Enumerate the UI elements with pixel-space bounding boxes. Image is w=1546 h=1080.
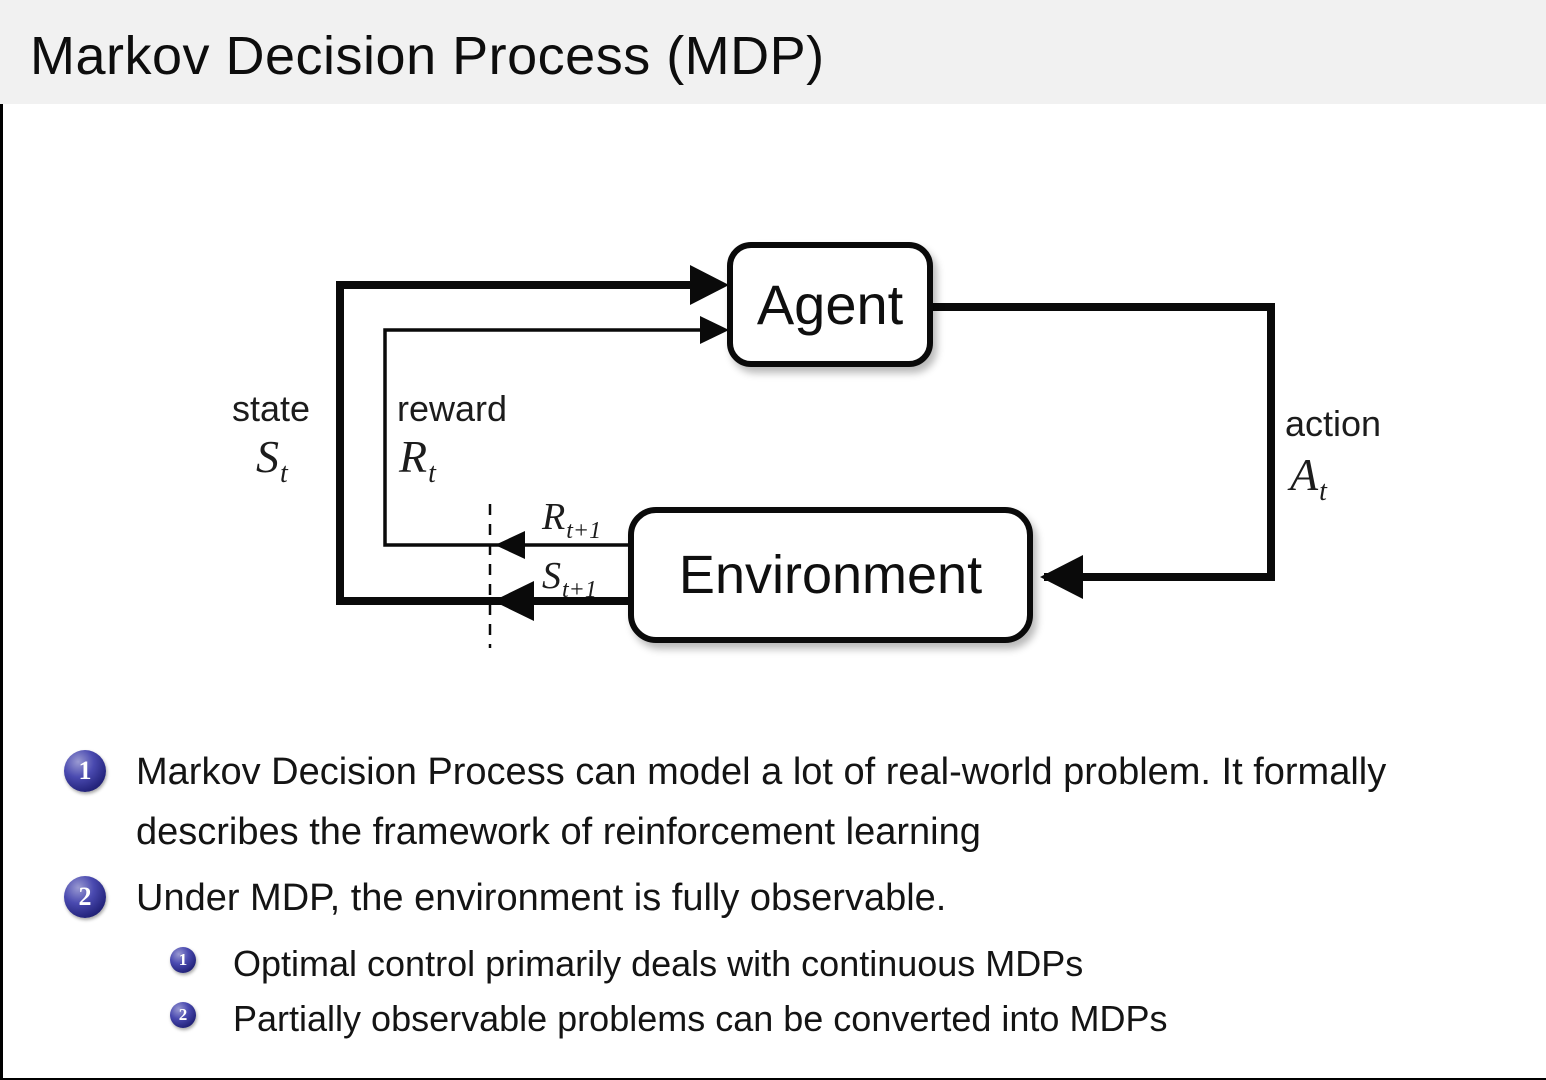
next-state-symbol: St+1 bbox=[542, 555, 597, 602]
state-loop-line bbox=[336, 281, 702, 605]
next-state-letter: S bbox=[542, 555, 561, 597]
next-reward-symbol: Rt+1 bbox=[542, 496, 601, 543]
environment-label: Environment bbox=[678, 545, 983, 605]
action-into-environment-arrowhead bbox=[1040, 555, 1083, 599]
reward-symbol: Rt bbox=[399, 431, 436, 488]
reward-symbol-letter: R bbox=[399, 431, 428, 482]
next-state-subscript: t+1 bbox=[562, 577, 597, 604]
action-symbol: At bbox=[1290, 449, 1327, 506]
bullet-1-ball: 1 bbox=[64, 750, 106, 792]
agent-environment-diagram: Agent Environment state St reward Rt act… bbox=[232, 242, 1382, 648]
sub-bullet-1-ball: 1 bbox=[170, 947, 196, 973]
bullet-2-number: 2 bbox=[78, 882, 92, 911]
diagram-lines bbox=[336, 265, 1275, 648]
bullet-1-number: 1 bbox=[78, 756, 92, 785]
sub-bullet-2-text: Partially observable problems can be con… bbox=[233, 998, 1168, 1039]
environment-node: Environment bbox=[628, 507, 1033, 643]
state-into-agent-arrowhead bbox=[690, 265, 729, 305]
bullet-2-ball: 2 bbox=[64, 876, 106, 918]
sub-bullet-2-ball: 2 bbox=[170, 1002, 196, 1028]
action-symbol-subscript: t bbox=[1319, 476, 1327, 508]
next-reward-letter: R bbox=[542, 496, 566, 538]
state-symbol-subscript: t bbox=[280, 458, 288, 490]
action-label: action bbox=[1285, 403, 1382, 444]
state-symbol: St bbox=[256, 431, 288, 488]
slide-title: Markov Decision Process (MDP) bbox=[30, 26, 825, 86]
bullet-1-text: Markov Decision Process can model a lot … bbox=[136, 751, 1387, 853]
reward-label: reward bbox=[397, 388, 508, 429]
agent-node: Agent bbox=[727, 242, 933, 367]
left-border bbox=[0, 0, 3, 1080]
slide-header: Markov Decision Process (MDP) bbox=[0, 0, 1546, 104]
action-symbol-letter: A bbox=[1290, 449, 1319, 500]
sub-bullet-1-number: 1 bbox=[178, 950, 188, 969]
bullet-2-text: Under MDP, the environment is fully obse… bbox=[136, 877, 947, 919]
state-symbol-letter: S bbox=[256, 431, 279, 482]
state-label: state bbox=[232, 388, 311, 429]
next-state-arrowhead bbox=[493, 581, 534, 621]
reward-symbol-subscript: t bbox=[428, 458, 436, 490]
sub-bullet-1-text: Optimal control primarily deals with con… bbox=[233, 943, 1084, 984]
bottom-border bbox=[0, 1078, 1546, 1080]
next-reward-arrowhead bbox=[495, 531, 525, 559]
action-loop-line bbox=[933, 303, 1275, 581]
agent-label: Agent bbox=[756, 273, 904, 336]
reward-into-agent-arrowhead bbox=[700, 316, 729, 344]
sub-bullet-2-number: 2 bbox=[178, 1005, 188, 1024]
next-reward-subscript: t+1 bbox=[566, 518, 602, 545]
